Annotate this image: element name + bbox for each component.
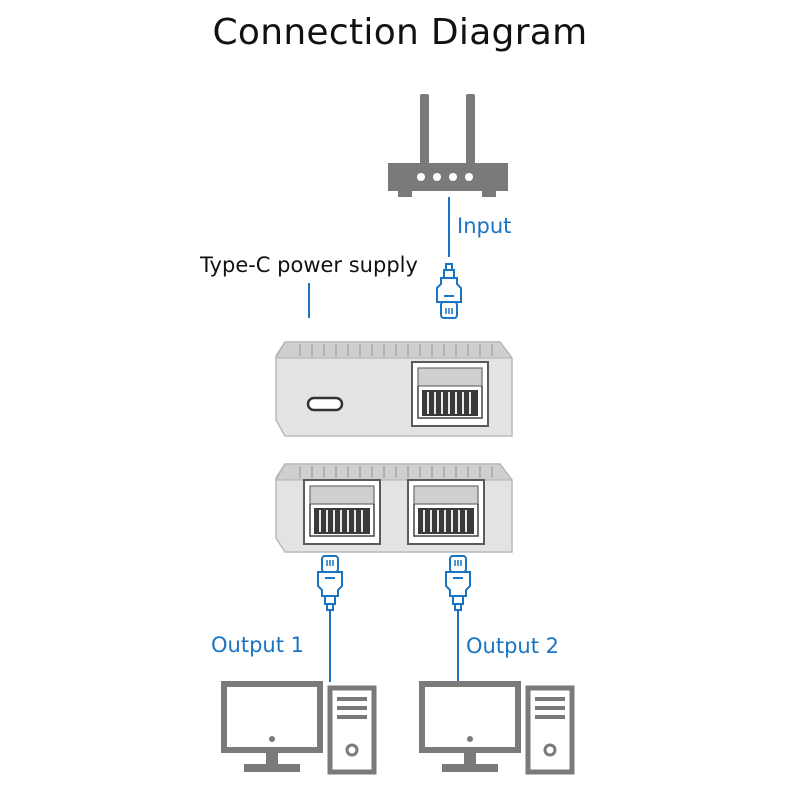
diagram-title: Connection Diagram xyxy=(212,12,588,53)
computer2-tower-icon xyxy=(528,688,572,772)
type-c-port xyxy=(306,396,344,412)
power-supply-label: Type-C power supply xyxy=(200,253,418,277)
output1-rj45-connector-icon xyxy=(317,555,343,611)
computer1-tower-icon xyxy=(330,688,374,772)
output2-rj45-connector-icon xyxy=(445,555,471,611)
input-label: Input xyxy=(457,214,512,238)
input-rj45-connector-icon xyxy=(436,263,462,319)
computer1-monitor-icon xyxy=(224,684,320,772)
output2-ethernet-port xyxy=(407,479,485,545)
computer2-monitor-icon xyxy=(422,684,518,772)
output1-ethernet-port xyxy=(303,479,381,545)
input-ethernet-port xyxy=(411,361,489,427)
splitter-input-side xyxy=(275,341,513,437)
output2-label: Output 2 xyxy=(466,634,559,658)
splitter-output-side xyxy=(275,463,513,553)
router-icon xyxy=(388,94,508,197)
output1-label: Output 1 xyxy=(211,633,304,657)
